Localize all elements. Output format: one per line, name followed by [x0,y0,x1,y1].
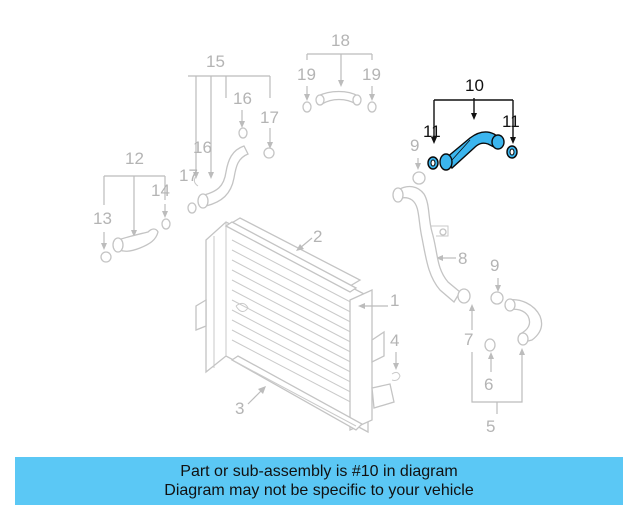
callout-3: 3 [235,399,244,418]
callout-17-right: 17 [260,108,279,127]
callout-15: 15 [206,52,225,71]
callout-group-1-4: 1 4 [358,291,401,381]
callout-17-left: 17 [179,166,198,185]
strip-assembly-3: 3 [230,355,364,431]
callout-12: 12 [125,149,144,168]
banner-line-disclaimer: Diagram may not be specific to your vehi… [164,482,474,499]
callout-group-18: 18 19 19 [297,31,381,101]
callout-group-10: 10 11 11 [423,76,520,144]
hose-assembly-15 [187,127,275,214]
callout-19-left: 19 [297,65,316,84]
callout-13: 13 [93,209,112,228]
strip-assembly-2: 2 [224,221,358,293]
callout-10: 10 [465,76,484,95]
parts-diagram: 15 16 17 16 17 12 13 14 [93,31,543,436]
callout-14: 14 [151,181,170,200]
callout-9-lower: 9 [490,256,499,275]
hose-assembly-12 [100,218,171,263]
info-banner: Part or sub-assembly is #10 in diagram D… [15,457,623,505]
callout-8: 8 [458,249,467,268]
radiator-assembly [195,217,395,434]
banner-line-part: Part or sub-assembly is #10 in diagram [180,463,458,480]
callout-16-left: 16 [193,138,212,157]
callout-11-left: 11 [423,122,441,141]
callout-group-12: 12 13 14 [93,149,170,250]
callout-group-8-9: 9 8 [410,136,467,268]
callout-7: 7 [464,330,473,349]
hose-assembly-8 [392,171,471,304]
hose-assembly-18 [302,90,377,113]
callout-9-upper: 9 [410,136,419,155]
callout-11-right: 11 [502,112,520,131]
callout-6: 6 [484,375,493,394]
highlighted-hose-10 [427,131,518,171]
callout-16-top: 16 [233,89,252,108]
callout-1: 1 [390,291,399,310]
hose-assembly-5 [484,291,543,352]
callout-2: 2 [313,227,322,246]
callout-group-5: 9 7 6 5 [464,256,525,436]
callout-18: 18 [331,31,350,50]
callout-19-right: 19 [362,65,381,84]
callout-5: 5 [486,417,495,436]
callout-group-15: 15 16 17 16 17 [179,52,279,185]
callout-4: 4 [390,331,399,350]
